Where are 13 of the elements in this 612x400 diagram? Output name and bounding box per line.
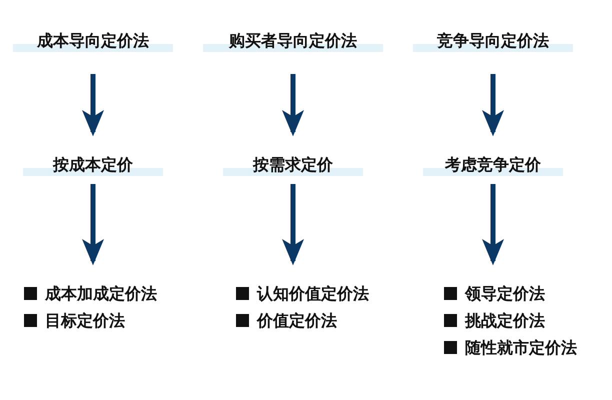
arrow [482, 74, 504, 136]
method-text: 目标定价法 [45, 310, 125, 331]
method-text: 随性就市定价法 [465, 337, 577, 358]
method-text: 领导定价法 [465, 283, 545, 304]
arrow [82, 74, 104, 136]
arrow [482, 184, 504, 266]
arrow [282, 184, 304, 266]
arrow [82, 184, 104, 266]
method-text: 认知价值定价法 [257, 283, 369, 304]
arrow [282, 74, 304, 136]
method-text: 挑战定价法 [465, 310, 545, 331]
method-text: 成本加成定价法 [45, 283, 157, 304]
method-text: 价值定价法 [257, 310, 337, 331]
